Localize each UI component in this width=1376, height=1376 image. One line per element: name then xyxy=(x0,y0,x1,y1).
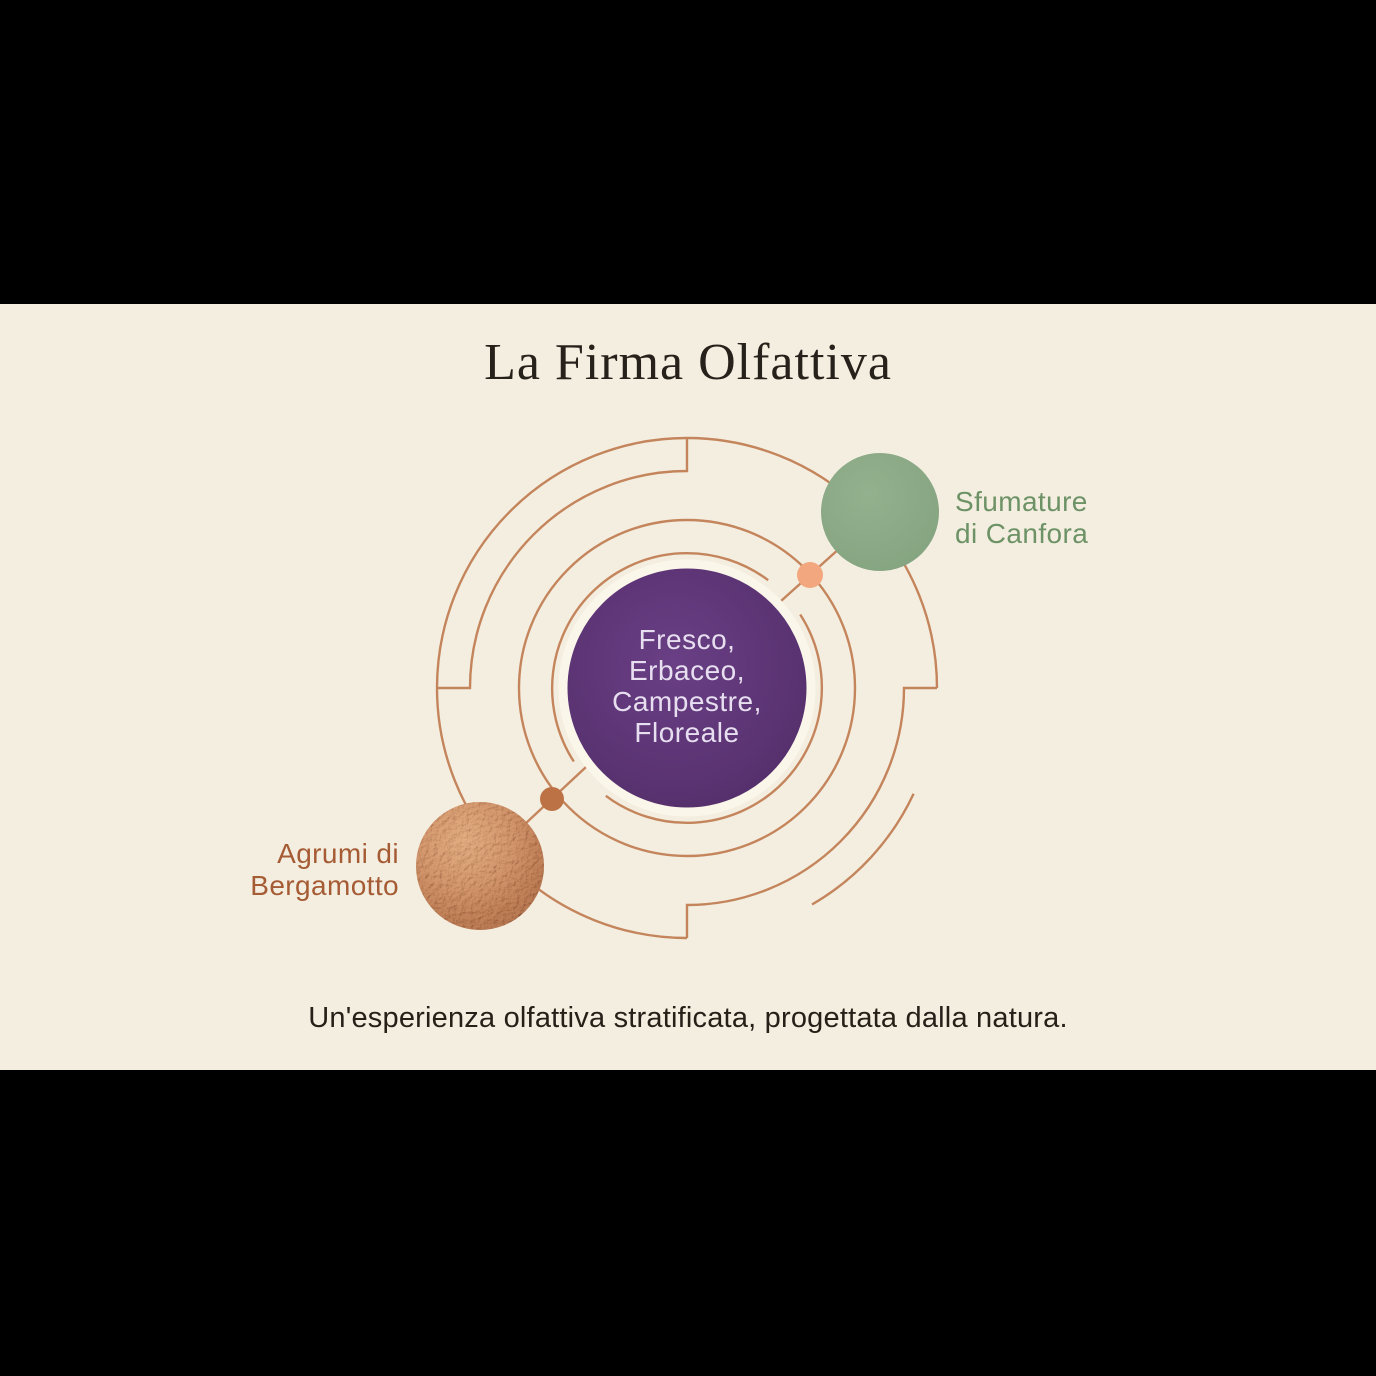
junction-dot-bergamotto xyxy=(540,787,564,811)
label-canfora: Sfumature di Canfora xyxy=(955,486,1088,550)
ring-diagram xyxy=(416,436,939,940)
junction-dot-canfora xyxy=(797,562,823,588)
letterbox-bottom-bar xyxy=(0,1070,1376,1376)
step-ring-nw-arc xyxy=(437,438,689,690)
center-note-line: Floreale xyxy=(634,717,740,748)
slide-canvas: La Firma Olfattiva Fresco, Erbaceo, Camp… xyxy=(0,304,1376,1070)
node-circle-canfora xyxy=(821,453,939,571)
inner-ring-arc-a xyxy=(605,613,824,825)
center-note: Fresco, Erbaceo, Campestre, Floreale xyxy=(527,624,847,748)
caption: Un'esperienza olfattiva stratificata, pr… xyxy=(308,1002,1068,1034)
middle-ring xyxy=(517,518,857,858)
inner-ring-arc-b xyxy=(550,551,769,763)
label-bergamotto-line: Bergamotto xyxy=(250,870,399,901)
label-bergamotto: Agrumi di Bergamotto xyxy=(250,838,399,902)
center-note-line: Erbaceo, xyxy=(628,655,746,686)
ball-texture xyxy=(416,802,544,930)
center-note-line: Campestre, xyxy=(612,686,762,717)
label-canfora-line: di Canfora xyxy=(955,518,1089,549)
step-ring-se-arc xyxy=(685,686,937,938)
label-canfora-line: Sfumature xyxy=(955,486,1088,517)
center-circle xyxy=(558,559,816,817)
outer-ring-se-arc xyxy=(811,793,915,906)
letterbox-top-bar xyxy=(0,0,1376,304)
page-title: La Firma Olfattiva xyxy=(484,334,892,391)
label-bergamotto-line: Agrumi di xyxy=(277,838,399,869)
center-note-line: Fresco, xyxy=(638,624,736,655)
